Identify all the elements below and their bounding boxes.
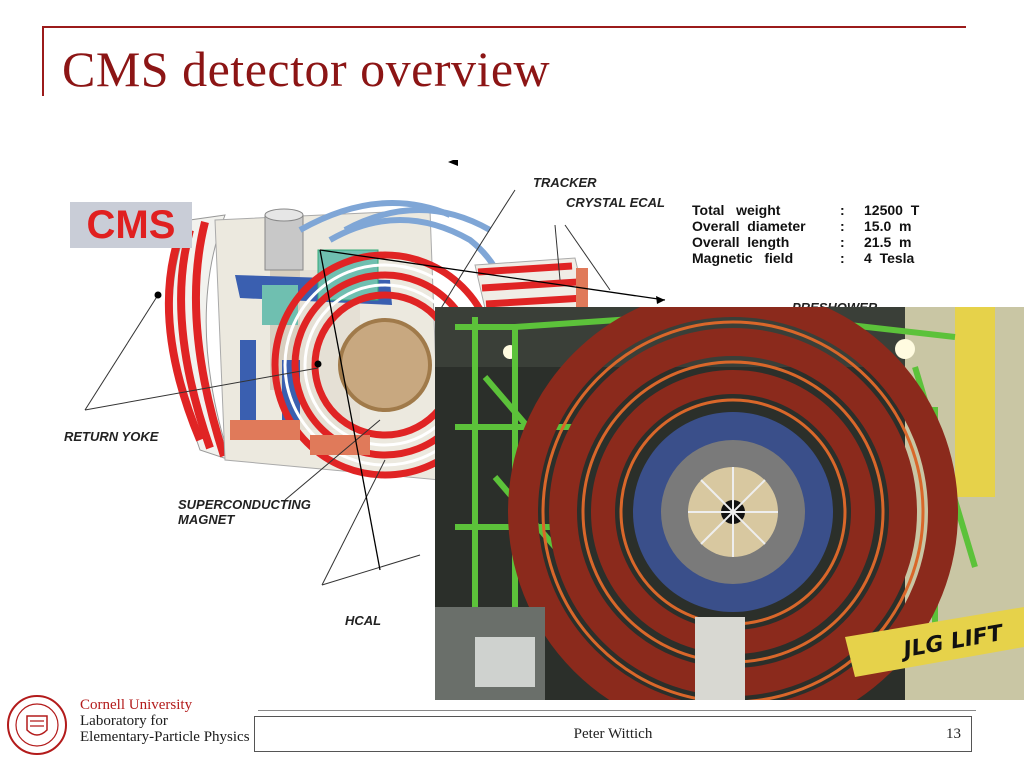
spec-value: 15.0 m xyxy=(864,218,912,234)
spec-colon: : xyxy=(840,202,845,218)
spec-row: Total weight : 12500 T xyxy=(692,202,919,218)
footer-author: Peter Wittich xyxy=(573,726,653,742)
spec-colon: : xyxy=(840,250,845,266)
cornell-university-label: Cornell University xyxy=(80,697,193,713)
cornell-seal-logo xyxy=(7,695,67,755)
spec-row: Overall diameter : 15.0 m xyxy=(692,218,919,234)
spec-value: 21.5 m xyxy=(864,234,912,250)
lab-line-1: Laboratory for xyxy=(80,713,168,729)
spec-key: Magnetic field xyxy=(692,250,794,266)
label-preshower: PRESHOWER xyxy=(792,300,877,308)
label-tracker: TRACKER xyxy=(533,175,597,190)
cornell-lab-text: Cornell University Laboratory for Elemen… xyxy=(80,697,250,745)
label-superconducting-line1: SUPERCONDUCTING xyxy=(178,497,311,512)
spec-value: 4 Tesla xyxy=(864,250,915,266)
page-number: 13 xyxy=(946,726,961,742)
label-return-yoke: RETURN YOKE xyxy=(64,429,159,444)
spec-colon: : xyxy=(840,234,845,250)
lab-line-2: Elementary-Particle Physics xyxy=(80,729,250,745)
footer-bar: Peter Wittich 13 xyxy=(254,716,972,752)
spec-key: Overall length xyxy=(692,234,790,250)
spec-colon: : xyxy=(840,218,845,234)
spec-row: Magnetic field : 4 Tesla xyxy=(692,250,919,266)
spec-key: Overall diameter xyxy=(692,218,806,234)
end-cap-rings xyxy=(164,214,231,461)
specs-table: Total weight : 12500 T Overall diameter … xyxy=(692,202,919,266)
label-crystal-ecal: CRYSTAL ECAL xyxy=(566,195,665,210)
footer-rule xyxy=(258,710,976,711)
label-hcal: HCAL xyxy=(345,613,382,628)
cms-logo-badge: CMS xyxy=(70,202,192,248)
label-superconducting-line2: MAGNET xyxy=(178,512,235,527)
spec-key: Total weight xyxy=(692,202,781,218)
title-frame xyxy=(42,26,966,96)
spec-value: 12500 T xyxy=(864,202,920,218)
cms-detector-photo: JLG LIFT xyxy=(435,307,1024,700)
slide-title: CMS detector overview xyxy=(62,41,551,97)
spec-row: Overall length : 21.5 m xyxy=(692,234,919,250)
label-superconducting-magnet: SUPERCONDUCTING MAGNET xyxy=(178,497,311,527)
